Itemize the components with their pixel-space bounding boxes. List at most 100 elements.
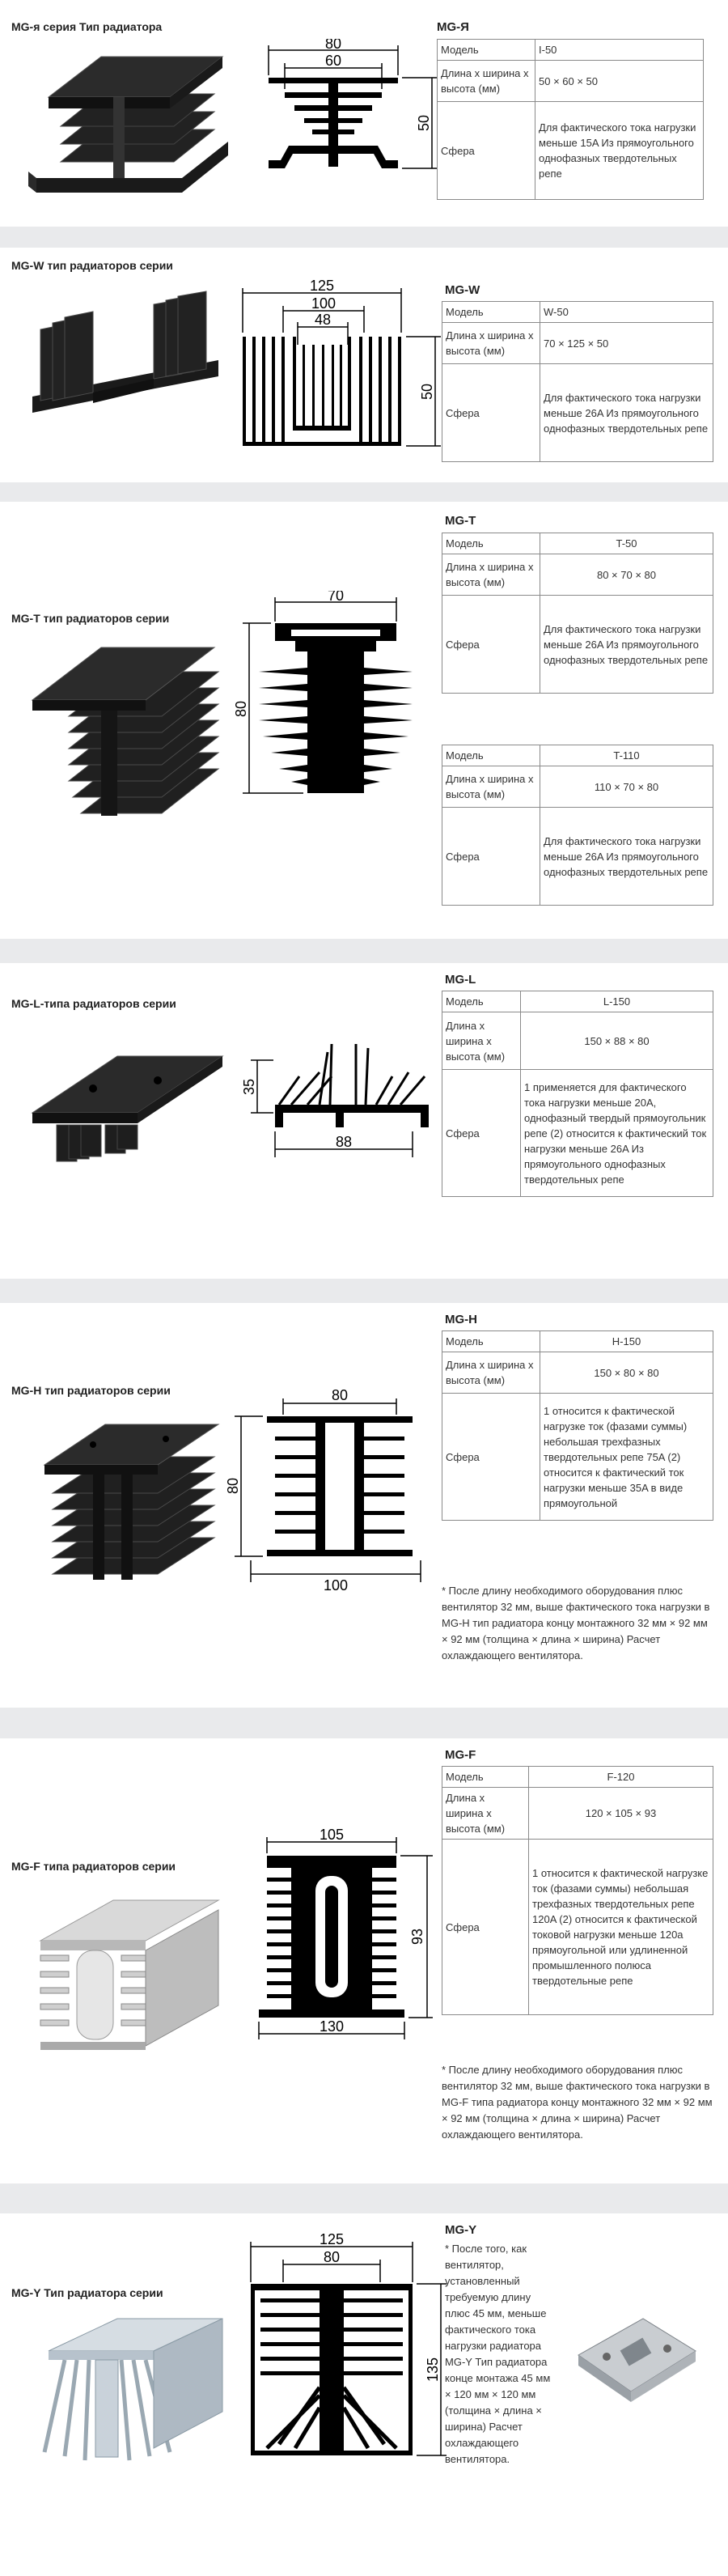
label-model: Модель xyxy=(437,39,535,61)
label-scope: Сфера xyxy=(442,595,540,694)
section-mg-t: MG-T тип радиаторов серии xyxy=(0,502,728,939)
series-title: MG-W тип радиаторов серии xyxy=(11,259,173,272)
section-mg-l: MG-L-типа радиаторов серии xyxy=(0,963,728,1279)
value-model: F-120 xyxy=(528,1766,713,1788)
value-model: W-50 xyxy=(540,301,713,323)
dim-mid: 100 xyxy=(311,295,336,312)
dim-bottom: 88 xyxy=(336,1134,352,1150)
dim-side: 93 xyxy=(409,1929,425,1945)
dim-side: 80 xyxy=(235,701,249,717)
value-scope: Для фактического тока нагрузки меньше 26… xyxy=(540,807,713,906)
value-dims: 150 × 80 × 80 xyxy=(540,1352,713,1394)
value-scope: Для фактического тока нагрузки меньше 26… xyxy=(540,363,713,462)
value-dims: 80 × 70 × 80 xyxy=(540,554,713,596)
dim-mid: 80 xyxy=(324,2249,340,2265)
label-dims: Длина x ширина x высота (мм) xyxy=(437,60,535,102)
value-scope: 1 применяется для фактического тока нагр… xyxy=(520,1069,713,1197)
label-scope: Сфера xyxy=(442,807,540,906)
heatsink-photo-y xyxy=(42,2318,223,2461)
value-dims: 150 × 88 × 80 xyxy=(520,1012,713,1070)
label-dims: Длина x ширина x высота (мм) xyxy=(442,322,540,364)
label-model: Модель xyxy=(442,745,540,766)
section-mg-ya: MG-я серия Тип радиатора xyxy=(0,0,728,227)
label-dims: Длина x ширина x высота (мм) xyxy=(442,1012,521,1070)
dimension-drawing-w: 125 100 48 50 xyxy=(242,280,441,447)
dim-mid: 60 xyxy=(325,53,341,69)
dimension-drawing-l: 35 88 xyxy=(243,1043,429,1157)
label-dims: Длина x ширина x высота (мм) xyxy=(442,554,540,596)
value-dims: 120 × 105 × 93 xyxy=(528,1787,713,1840)
series-title: MG-H тип радиаторов серии xyxy=(11,1384,171,1397)
dim-top: 125 xyxy=(320,2234,344,2247)
table-title: MG-Y xyxy=(445,2223,477,2237)
dimension-drawing-t: 70 80 xyxy=(235,591,413,794)
value-dims: 70 × 125 × 50 xyxy=(540,322,713,364)
table-title: MG-F xyxy=(445,1748,476,1762)
value-scope: 1 относится к фактической нагрузке ток (… xyxy=(528,1839,713,2015)
dim-top: 125 xyxy=(310,280,334,294)
table-title: MG-H xyxy=(445,1313,477,1326)
label-model: Модель xyxy=(442,533,540,554)
series-title: MG-F типа радиаторов серии xyxy=(11,1860,176,1873)
heatsink-photo-l xyxy=(31,1055,224,1162)
dim-side: 135 xyxy=(425,2357,441,2382)
value-model: I-50 xyxy=(535,39,704,61)
heatsink-photo-w xyxy=(32,291,218,413)
heatsink-photo-h xyxy=(43,1424,220,1580)
series-title: MG-я серия Тип радиатора xyxy=(11,20,163,33)
label-dims: Длина x ширина x высота (мм) xyxy=(442,1787,529,1840)
dimension-drawing-f: 105 93 130 xyxy=(258,1827,433,2039)
value-scope: 1 относится к фактической нагрузке ток (… xyxy=(540,1393,713,1521)
table-title: MG-W xyxy=(445,283,480,297)
series-title: MG-L-типа радиаторов серии xyxy=(11,997,176,1010)
fan-note: * После того, как вентилятор, установлен… xyxy=(445,2243,551,2465)
dim-side: 50 xyxy=(416,115,432,131)
table-title: MG-Я xyxy=(437,20,469,34)
value-dims: 50 × 60 × 50 xyxy=(535,60,704,102)
label-model: Модель xyxy=(442,301,540,323)
dimension-drawing-y: 125 80 135 xyxy=(250,2234,447,2456)
heatsink-photo-t xyxy=(31,647,220,816)
label-dims: Длина x ширина x высота (мм) xyxy=(442,1352,540,1394)
dim-side: 50 xyxy=(419,384,435,400)
dimension-drawing-h: 80 80 100 xyxy=(226,1387,421,1594)
dim-top: 80 xyxy=(332,1387,348,1403)
value-model: H-150 xyxy=(540,1330,713,1352)
label-model: Модель xyxy=(442,991,521,1012)
dim-bottom: 130 xyxy=(320,2018,344,2035)
dim-bottom: 100 xyxy=(324,1577,348,1594)
label-model: Модель xyxy=(442,1330,540,1352)
value-model: L-150 xyxy=(520,991,713,1012)
label-model: Модель xyxy=(442,1766,529,1788)
value-model: T-50 xyxy=(540,533,713,554)
fan-note: * После длину необходимого оборудования … xyxy=(442,1585,710,1661)
section-mg-y: MG-Y Тип радиатора серии xyxy=(0,2213,728,2576)
label-scope: Сфера xyxy=(442,1069,521,1197)
dimension-drawing-ya: 80 60 50 xyxy=(268,39,438,169)
value-scope: Для фактического тока нагрузки меньше 15… xyxy=(535,101,704,200)
dim-top: 105 xyxy=(320,1827,344,1843)
value-dims: 110 × 70 × 80 xyxy=(540,766,713,808)
fan-note: * После длину необходимого оборудования … xyxy=(442,2064,713,2141)
label-dims: Длина x ширина x высота (мм) xyxy=(442,766,540,808)
dim-top: 80 xyxy=(325,39,341,52)
dim-inner: 48 xyxy=(315,312,331,328)
section-mg-h: MG-H тип радиаторов серии xyxy=(0,1303,728,1708)
dim-side: 35 xyxy=(243,1079,257,1095)
value-scope: Для фактического тока нагрузки меньше 26… xyxy=(540,595,713,694)
section-mg-f: MG-F типа радиаторов серии xyxy=(0,1738,728,2183)
label-scope: Сфера xyxy=(437,101,535,200)
label-scope: Сфера xyxy=(442,1839,529,2015)
dim-side: 80 xyxy=(226,1478,241,1494)
value-model: T-110 xyxy=(540,745,713,766)
series-title: MG-T тип радиаторов серии xyxy=(11,612,170,625)
label-scope: Сфера xyxy=(442,363,540,462)
label-scope: Сфера xyxy=(442,1393,540,1521)
heatsink-photo-ya xyxy=(28,56,228,193)
